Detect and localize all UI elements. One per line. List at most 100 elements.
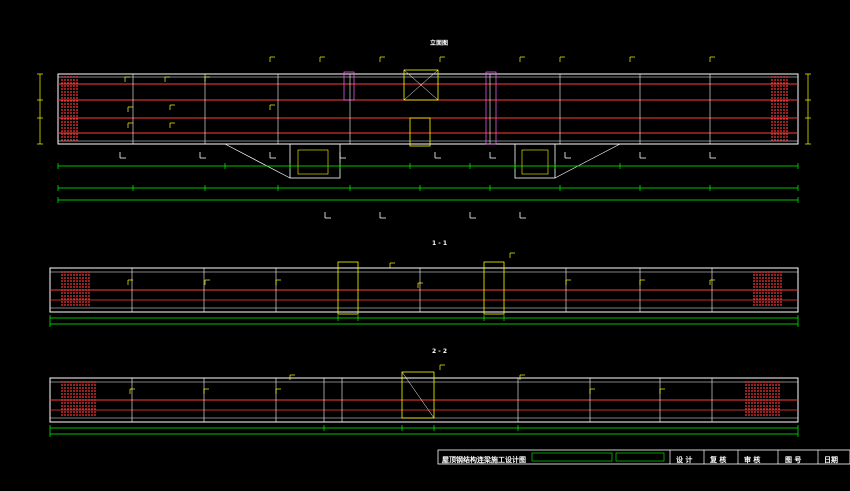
anchor-dot [772,396,774,398]
anchor-dot [762,286,764,288]
anchor-dot [768,283,770,285]
anchor-dot [777,283,779,285]
anchor-dot [73,301,75,303]
anchor-dot [76,94,78,96]
anchor-dot [76,289,78,291]
anchor-dot [88,277,90,279]
anchor-dot [70,280,72,282]
elevation-dimension-chain-1 [57,163,799,169]
anchor-dot [67,76,69,78]
anchor-dot [64,79,66,81]
anchor-dot [79,280,81,282]
anchor-dot [76,387,78,389]
elevation-right-haunch [554,143,621,179]
anchor-dot [64,381,66,383]
anchor-dot [64,399,66,401]
anchor-dot [766,381,768,383]
anchor-dot [70,301,72,303]
anchor-dot [771,292,773,294]
anchor-dot [70,271,72,273]
anchor-dot [82,289,84,291]
anchor-dot [64,280,66,282]
anchor-dot [88,292,90,294]
anchor-dot [85,280,87,282]
anchor-dot [771,100,773,102]
anchor-dot [61,100,63,102]
anchor-dot [76,124,78,126]
anchor-dot [88,304,90,306]
anchor-dot [756,283,758,285]
anchor-dot [780,103,782,105]
anchor-dot [765,289,767,291]
anchor-dot [91,393,93,395]
anchor-dot [786,94,788,96]
anchor-dot [64,100,66,102]
anchor-dot [763,384,765,386]
anchor-dot [73,133,75,135]
anchor-dot [774,139,776,141]
anchor-dot [763,408,765,410]
anchor-dot [70,79,72,81]
anchor-dot [777,121,779,123]
anchor-dot [73,405,75,407]
anchor-dot [61,118,63,120]
anchor-dot [786,136,788,138]
anchor-dot [780,91,782,93]
anchor-dot [79,274,81,276]
anchor-dot [70,127,72,129]
anchor-dot [76,301,78,303]
anchor-dot [67,118,69,120]
anchor-dot [772,381,774,383]
section-2-2-title: 2 - 2 [432,348,448,355]
anchor-dot [64,402,66,404]
anchor-dot [64,387,66,389]
anchor-dot [774,106,776,108]
anchor-dot [753,286,755,288]
anchor-dot [780,298,782,300]
anchor-dot [79,286,81,288]
anchor-dot [766,396,768,398]
anchor-dot [751,381,753,383]
anchor-dot [765,301,767,303]
anchor-dot [85,408,87,410]
anchor-dot [748,390,750,392]
anchor-dot [61,387,63,389]
anchor-dot [768,289,770,291]
anchor-dot [774,271,776,273]
anchor-dot [775,399,777,401]
anchor-dot [76,271,78,273]
anchor-dot [772,414,774,416]
anchor-dot [64,85,66,87]
anchor-dot [774,118,776,120]
elevation-dimension-chain-2 [57,185,799,191]
anchor-dot [61,283,63,285]
anchor-dot [67,384,69,386]
anchor-dot [67,136,69,138]
elevation-left-pedestal [289,143,341,179]
anchor-dot [73,384,75,386]
anchor-dot [754,396,756,398]
anchor-dot [757,399,759,401]
anchor-dot [780,109,782,111]
anchor-dot [67,277,69,279]
anchor-dot [771,91,773,93]
anchor-dot [70,399,72,401]
anchor-dot [88,283,90,285]
anchor-dot [780,88,782,90]
anchor-dot [64,271,66,273]
anchor-dot [753,295,755,297]
anchor-dot [70,124,72,126]
anchor-dot [778,402,780,404]
anchor-dot [783,133,785,135]
anchor-dot [70,274,72,276]
anchor-dot [64,133,66,135]
anchor-dot [82,292,84,294]
anchor-dot [82,384,84,386]
anchor-dot [765,280,767,282]
title-block-checker: 复 核 [710,456,727,464]
anchor-dot [64,124,66,126]
anchor-dot [82,408,84,410]
anchor-dot [769,399,771,401]
anchor-dot [67,295,69,297]
anchor-dot [67,387,69,389]
